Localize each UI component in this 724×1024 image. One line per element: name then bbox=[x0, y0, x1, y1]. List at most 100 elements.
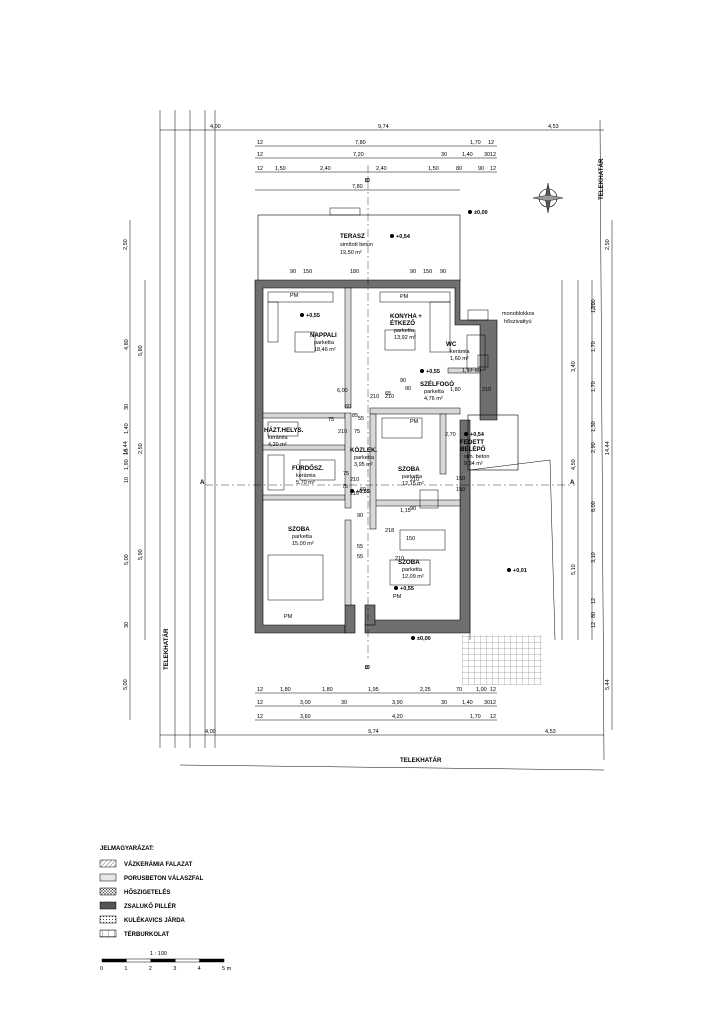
level-8: ±0,00 bbox=[417, 636, 431, 642]
dim-bot_r1-0: 12 bbox=[257, 687, 263, 693]
dim-top_r3-5: 12 bbox=[490, 152, 496, 158]
dim-interior-17: 210 bbox=[385, 394, 394, 400]
level-marker-icon bbox=[468, 210, 472, 214]
legend-item-3: ZSALUKŐ PILLÉR bbox=[124, 902, 177, 910]
room-szoba1-material: parketta bbox=[402, 474, 423, 480]
scale-segment bbox=[199, 958, 225, 963]
dim-right_inner-7: 1,30 bbox=[591, 421, 597, 432]
room-nappali-material: parketta bbox=[314, 340, 335, 346]
room-szoba2-area: 15,00 m² bbox=[292, 541, 314, 547]
level-marker-icon bbox=[394, 586, 398, 590]
dim-left_mid-2: 5,90 bbox=[138, 549, 144, 560]
dim-interior-24: 210 bbox=[482, 387, 491, 393]
north-arrow-icon bbox=[532, 182, 564, 214]
dim-interior-30: 90 bbox=[357, 513, 363, 519]
legend-item-5: TÉRBURKOLAT bbox=[124, 930, 170, 938]
legend-swatch-dark bbox=[99, 901, 117, 910]
level-marker-icon bbox=[390, 234, 394, 238]
dim-left_inner-2: 1,40 bbox=[124, 423, 130, 434]
dim-top_r2-3: 12 bbox=[488, 140, 494, 146]
dim-interior-20: 210 bbox=[370, 394, 379, 400]
dim-top_r3-1: 7,20 bbox=[353, 152, 364, 158]
dim-right_outer-0: 2,50 bbox=[605, 239, 611, 250]
dim-interior-1: 150 bbox=[303, 269, 312, 275]
dim-right_outer-2: 5,44 bbox=[605, 679, 611, 690]
legend-swatch-cross bbox=[99, 887, 117, 896]
dim-bot_r1-7: 12 bbox=[490, 687, 496, 693]
dim-right_inner-4: 2,90 bbox=[591, 442, 597, 453]
heat-pump-label-2: hőszivattyú bbox=[504, 319, 532, 325]
dim-bot_r3-4: 12 bbox=[490, 714, 496, 720]
room-szoba1-area: 12,15 m² bbox=[402, 481, 424, 487]
dim-interior-13: 210 bbox=[350, 477, 359, 483]
legend: JELMAGYARÁZAT:VÁZKERÁMIA FALAZATPORUSBET… bbox=[99, 845, 204, 938]
dim-interior-28: 90 bbox=[410, 506, 416, 512]
dim-top_r2-1: 7,80 bbox=[355, 140, 366, 146]
room-kozlek-material: parketta bbox=[354, 455, 375, 461]
section-a-left: A bbox=[200, 479, 205, 486]
dim-top_r3-3: 1,40 bbox=[462, 152, 473, 158]
level-markers: ±0,00+0,54+0,55+0,55+0,54+0,55+0,55+0,01… bbox=[300, 210, 527, 642]
dim-left_outer-1: 14,44 bbox=[123, 441, 129, 455]
terrace-area: 19,50 m² bbox=[340, 250, 362, 256]
scale-tick-5: 5 m bbox=[222, 966, 232, 972]
dim-right_mid-1: 4,50 bbox=[571, 459, 577, 470]
scale-tick-0: 0 bbox=[100, 966, 103, 972]
dim-interior-22: 1,17 bbox=[462, 368, 473, 374]
misc-labels: monoblokkoshőszivattyúTELEKHATÁRTELEKHAT… bbox=[163, 158, 605, 764]
dim-bot_r3-1: 3,60 bbox=[300, 714, 311, 720]
dim-left_inner-4: 1,90 bbox=[124, 459, 130, 470]
room-fedett-name: FEDETT bbox=[460, 439, 484, 446]
dim-left_outer-2: 5,00 bbox=[123, 679, 129, 690]
dim-bot_r2-3: 3,90 bbox=[392, 700, 403, 706]
dim-left_inner-6: 5,00 bbox=[124, 554, 130, 565]
room-szelfogo-area: 4,76 m² bbox=[424, 396, 443, 402]
dim-interior-10: 85 bbox=[352, 413, 358, 419]
dim-top_r4-6: 90 bbox=[478, 166, 484, 172]
property-line-bottom: TELEKHATÁR bbox=[400, 757, 442, 764]
interior-walls bbox=[262, 287, 481, 606]
level-7: +0,01 bbox=[513, 568, 527, 574]
room-kozlek-area: 3,95 m² bbox=[354, 462, 373, 468]
level-marker-icon bbox=[420, 369, 424, 373]
dim-bot_r2-7: 12 bbox=[490, 700, 496, 706]
dim-interior-4: 150 bbox=[423, 269, 432, 275]
pm-label-3: PM bbox=[393, 594, 402, 600]
dim-top_r3-4: 30 bbox=[484, 152, 490, 158]
scale-ratio: 1 : 100 bbox=[150, 951, 167, 957]
pm-label-4: PM bbox=[284, 614, 293, 620]
scale-tick-3: 3 bbox=[173, 966, 176, 972]
dim-interior-27: 210 bbox=[410, 477, 419, 483]
dimension-lines bbox=[129, 129, 613, 736]
dim-bot_r2-6: 30 bbox=[484, 700, 490, 706]
dim-bot_r2-4: 30 bbox=[441, 700, 447, 706]
dim-interior-32: 75 bbox=[354, 429, 360, 435]
property-lines bbox=[159, 110, 605, 771]
level-marker-icon bbox=[300, 313, 304, 317]
dim-bot_r3-2: 4,20 bbox=[392, 714, 403, 720]
dim-top_r1-0: 4,00 bbox=[210, 124, 221, 130]
dim-interior-8: 210 bbox=[338, 429, 347, 435]
dim-bot_r1-3: 1,95 bbox=[368, 687, 379, 693]
level-3: +0,55 bbox=[426, 369, 440, 375]
dim-left_inner-0: 4,80 bbox=[124, 339, 130, 350]
dim-interior-29: 218 bbox=[385, 528, 394, 534]
dim-interior-23: 60 bbox=[475, 368, 481, 374]
dim-right_inner-6: 3,10 bbox=[591, 552, 597, 563]
dim-left_mid-1: 2,50 bbox=[138, 443, 144, 454]
dim-interior-9: 60 bbox=[345, 404, 351, 410]
scale-segment bbox=[174, 958, 200, 963]
dim-right_inner-2: 1,70 bbox=[591, 341, 597, 352]
legend-title: JELMAGYARÁZAT: bbox=[100, 845, 154, 852]
room-haztartasi-name: HÁZT.HELYS. bbox=[264, 427, 304, 434]
dim-bot_r3-3: 1,70 bbox=[470, 714, 481, 720]
dim-interior-14: 75 bbox=[342, 484, 348, 490]
room-konyha-name2: ÉTKEZŐ bbox=[390, 319, 415, 327]
dim-bot_r1-1: 1,80 bbox=[280, 687, 291, 693]
level-marker-icon bbox=[507, 568, 511, 572]
dim-top_r5-0: 7,80 bbox=[352, 184, 363, 190]
dim-right_mid-0: 3,40 bbox=[571, 361, 577, 372]
dim-right_inner-8: 12 bbox=[591, 598, 597, 604]
room-szoba2-name: SZOBA bbox=[288, 526, 310, 533]
